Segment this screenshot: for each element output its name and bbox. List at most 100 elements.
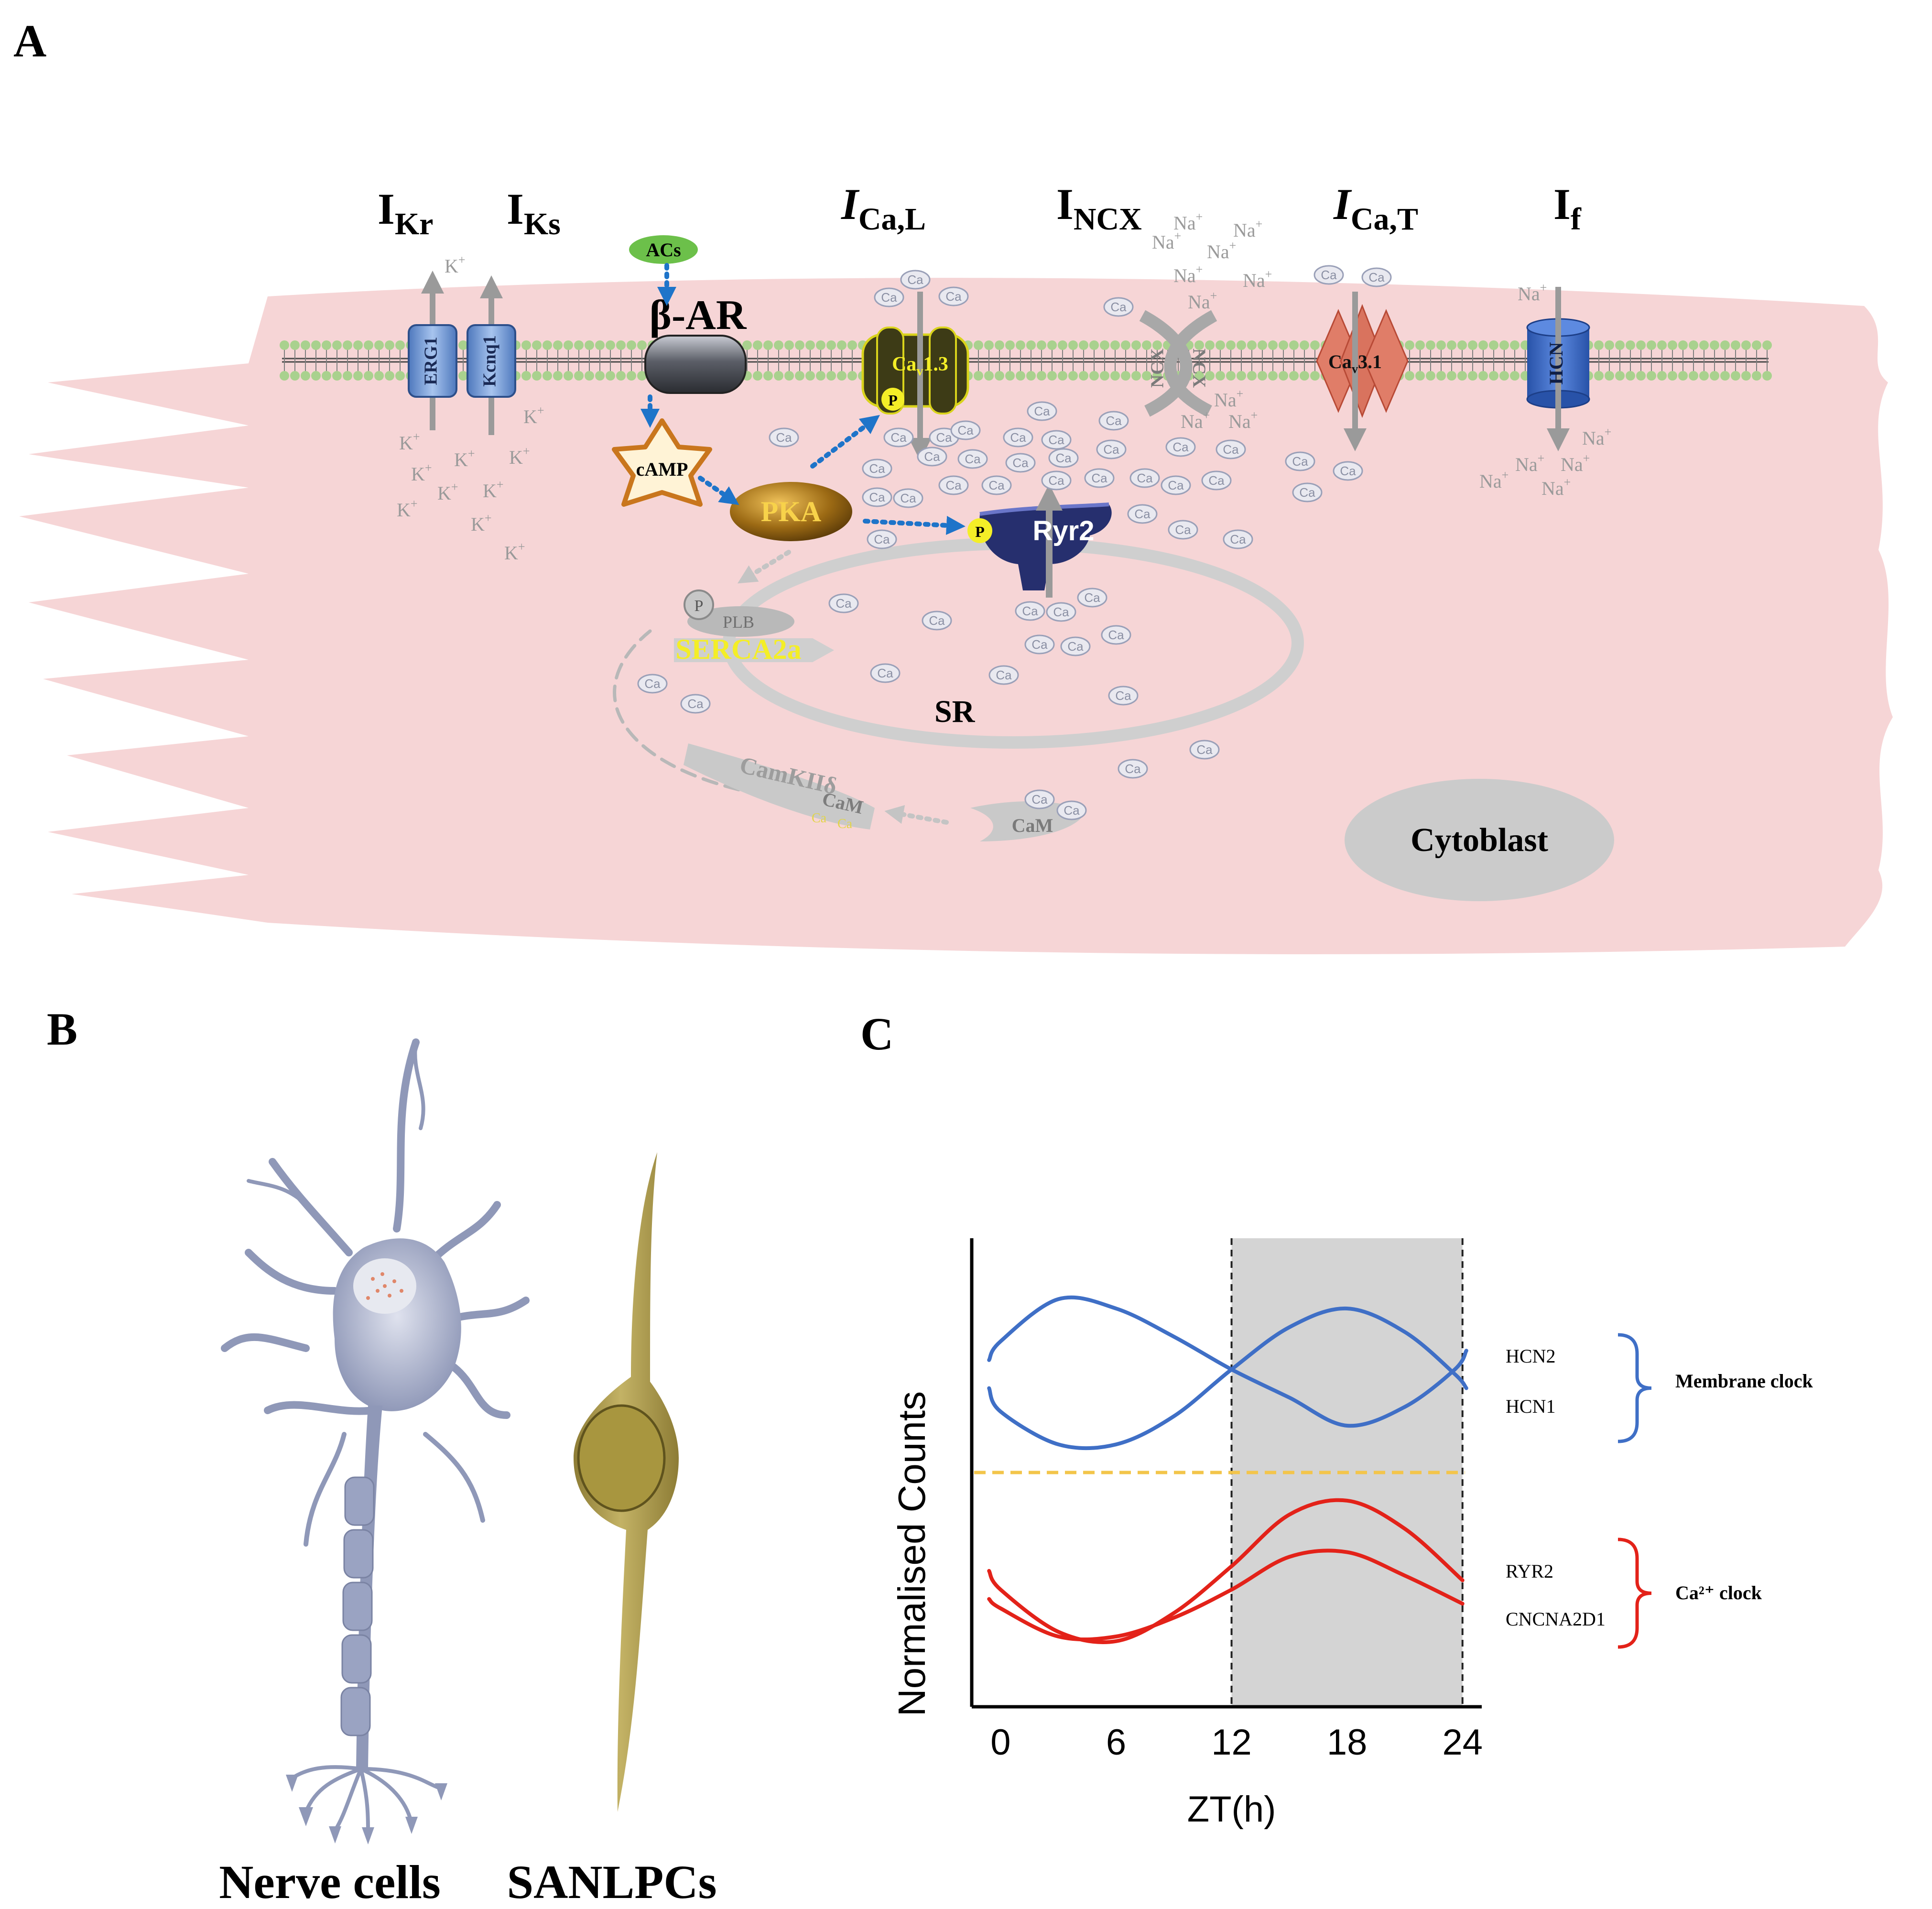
series-label-hcn2: HCN2	[1506, 1345, 1555, 1367]
svg-text:Ca: Ca	[1108, 628, 1124, 642]
svg-text:Ca: Ca	[1115, 688, 1131, 703]
svg-text:Ca: Ca	[1168, 478, 1184, 492]
svg-text:Ca: Ca	[1034, 404, 1050, 418]
hcn-channel: HCN	[1526, 287, 1590, 451]
x-tick-label: 0	[990, 1722, 1010, 1763]
svg-text:Ca: Ca	[1091, 471, 1107, 485]
svg-text:K+: K+	[471, 511, 492, 535]
svg-text:Ca: Ca	[1299, 485, 1315, 500]
svg-text:Ca: Ca	[988, 478, 1005, 492]
x-tick-label: 6	[1106, 1722, 1126, 1763]
svg-text:Na+: Na+	[1152, 229, 1181, 253]
ncx-exchanger: NCX NCX	[1139, 310, 1217, 417]
x-tick-label: 18	[1327, 1722, 1368, 1763]
svg-text:IKs: IKs	[507, 185, 561, 241]
svg-text:SERCA2a: SERCA2a	[675, 633, 801, 665]
svg-text:Ca: Ca	[687, 697, 704, 711]
svg-text:Ca: Ca	[996, 668, 1012, 682]
svg-text:IKr: IKr	[378, 185, 433, 241]
plb-serca-complex: PLB P SERCA2a	[674, 589, 834, 665]
current-icat: ICa,T	[1333, 180, 1418, 237]
svg-text:Ca: Ca	[1196, 742, 1213, 757]
series-label-cncna2d1: CNCNA2D1	[1506, 1608, 1606, 1630]
svg-text:Ca: Ca	[1110, 300, 1127, 314]
svg-text:Ca: Ca	[1292, 454, 1308, 469]
svg-text:Ca: Ca	[936, 430, 952, 445]
svg-text:Ca: Ca	[1010, 430, 1026, 445]
cav31-channel: Cav3.1	[1316, 292, 1409, 451]
svg-text:Ca: Ca	[812, 811, 827, 826]
signaling-arrows	[640, 263, 966, 535]
svg-text:P: P	[695, 597, 704, 615]
svg-text:Ca: Ca	[1175, 523, 1191, 537]
svg-text:P: P	[975, 523, 985, 540]
svg-text:Ca: Ca	[945, 289, 962, 304]
ryr2-receptor: Ryr2 P	[967, 484, 1112, 598]
current-ical: ICa,L	[841, 180, 926, 237]
svg-text:Ryr2: Ryr2	[1033, 515, 1095, 546]
svg-text:If: If	[1553, 180, 1582, 237]
legend-brace-calcium	[1617, 1538, 1652, 1649]
svg-text:Na+: Na+	[1582, 425, 1611, 449]
svg-text:Ca: Ca	[1125, 762, 1141, 776]
svg-text:Ca: Ca	[1012, 456, 1029, 470]
beta-ar-receptor: β-AR	[644, 292, 747, 394]
series-hcn1	[987, 1306, 1468, 1451]
svg-text:NCX: NCX	[1189, 349, 1209, 388]
svg-text:Ca: Ca	[874, 532, 890, 546]
camk-feedback-arrows	[613, 550, 949, 825]
svg-text:Na+: Na+	[1541, 475, 1571, 499]
kcnq1-channel: Kcnq1	[467, 275, 516, 435]
cam-protein: CaM	[970, 801, 1085, 841]
svg-text:Ca: Ca	[1368, 270, 1385, 284]
svg-text:Ca: Ca	[900, 491, 916, 505]
current-if: If	[1553, 180, 1582, 237]
svg-text:Ca: Ca	[881, 290, 897, 305]
sodium-ions: Na+Na+Na+Na+Na+Na+Na+Na+Na+Na+Na+Na+Na+N…	[1152, 210, 1611, 499]
x-axis-label: ZT(h)	[1187, 1789, 1276, 1830]
svg-text:Ca: Ca	[945, 478, 962, 492]
svg-text:Ca: Ca	[1321, 268, 1337, 282]
svg-text:Ca: Ca	[837, 817, 853, 831]
sr-label: SR	[934, 694, 976, 729]
y-axis-label: Normalised Counts	[890, 1391, 933, 1716]
sanlpcs-label: SANLPCs	[507, 1855, 717, 1909]
svg-text:Ca: Ca	[1106, 414, 1122, 428]
svg-text:Ca: Ca	[1022, 604, 1038, 618]
current-incx: INCX	[1056, 180, 1142, 237]
svg-text:Ca: Ca	[877, 666, 893, 680]
svg-text:Ca: Ca	[1172, 440, 1189, 454]
panel-c-label: C	[860, 1008, 893, 1059]
svg-text:K+: K+	[399, 430, 420, 454]
svg-text:Na+: Na+	[1518, 281, 1547, 305]
svg-text:HCN: HCN	[1545, 342, 1567, 384]
svg-text:Ca: Ca	[1084, 590, 1100, 605]
svg-text:Ca: Ca	[929, 613, 945, 628]
svg-text:PLB: PLB	[723, 612, 754, 632]
nerve-cells-label: Nerve cells	[219, 1855, 441, 1909]
x-tick-label: 24	[1442, 1722, 1483, 1763]
series-label-hcn1: HCN1	[1506, 1396, 1555, 1417]
svg-text:CaM: CaM	[1012, 815, 1053, 836]
svg-text:Na+: Na+	[1181, 408, 1210, 432]
cytoblast: Cytoblast	[1345, 779, 1614, 901]
sanlpc-illustration	[574, 1152, 679, 1812]
svg-text:Ca: Ca	[869, 490, 885, 504]
svg-text:Ca: Ca	[1223, 442, 1239, 457]
svg-text:Ca: Ca	[1055, 451, 1072, 465]
series-label-ryr2: RYR2	[1506, 1560, 1553, 1582]
legend-brace-membrane	[1617, 1333, 1652, 1443]
svg-text:ICa,T: ICa,T	[1333, 180, 1418, 237]
svg-text:INCX: INCX	[1056, 180, 1142, 237]
legend-group-label: Ca²⁺ clock	[1675, 1582, 1762, 1604]
acs-enzyme: ACs	[629, 235, 698, 264]
series-ryr2	[987, 1498, 1465, 1645]
svg-text:Ca: Ca	[869, 461, 885, 476]
svg-text:Cav3.1: Cav3.1	[1328, 351, 1382, 376]
x-tick-label: 12	[1211, 1722, 1252, 1763]
panel-a-label: A	[13, 15, 46, 66]
svg-text:Cav1.3: Cav1.3	[892, 353, 948, 379]
svg-text:Ca: Ca	[1064, 803, 1080, 818]
